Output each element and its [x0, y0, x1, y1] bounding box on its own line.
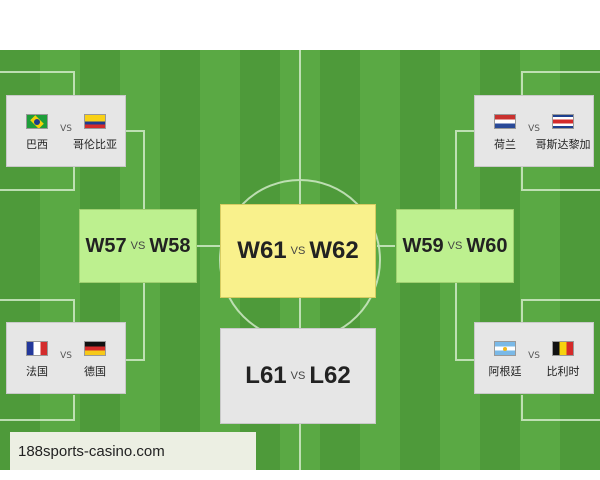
bracket-line-right-top-inner: [521, 167, 600, 191]
vs-label: VS: [290, 245, 306, 257]
team-name: 哥伦比亚: [73, 138, 117, 151]
match-card-argentina-belgium[interactable]: 阿根廷 VS 比利时: [474, 322, 594, 394]
flag-germany-icon: [84, 341, 106, 356]
team-colombia: 哥伦比亚: [65, 104, 125, 152]
flag-belgium-icon: [552, 341, 574, 356]
flag-argentina-icon: [494, 341, 516, 356]
qf-left-team-a: W57: [85, 234, 127, 257]
bracket-line-left-top-inner: [0, 167, 75, 191]
vs-label: VS: [528, 351, 540, 361]
team-brazil: 巴西: [7, 104, 67, 152]
bracket-line-right-bottom-outer: [521, 299, 600, 322]
team-name: 哥斯达黎加: [535, 138, 591, 151]
flag-colombia-icon: [84, 114, 106, 129]
semifinal-box[interactable]: W61 VS W62: [220, 204, 376, 298]
watermark-text: 188sports-casino.com: [10, 432, 256, 470]
team-name: 德国: [84, 365, 106, 378]
bracket-line-left-bottom-inner: [0, 395, 75, 421]
bracket-line-left-bottom-to-qf: [126, 282, 145, 361]
vs-label: VS: [290, 370, 306, 382]
bracket-line-right-bottom-inner: [521, 395, 600, 421]
team-name: 荷兰: [494, 138, 516, 151]
vs-label: VS: [447, 240, 463, 252]
bracket-line-right-top-outer: [521, 71, 600, 95]
bracket-line-left-bottom-outer: [0, 299, 75, 322]
quarterfinal-right-box[interactable]: W59 VS W60: [396, 209, 514, 283]
qf-left-team-b: W58: [149, 234, 191, 257]
bracket-line-left-top-outer: [0, 71, 75, 95]
vs-label: VS: [130, 240, 146, 252]
team-germany: 德国: [65, 331, 125, 379]
third-team-a: L61: [245, 362, 287, 389]
team-name: 法国: [26, 365, 48, 378]
vs-label: VS: [60, 124, 72, 134]
vs-label: VS: [528, 124, 540, 134]
team-argentina: 阿根廷: [475, 331, 535, 379]
team-belgium: 比利时: [533, 331, 593, 379]
bracket-line-left-top-to-qf: [126, 130, 145, 210]
quarterfinal-left-box[interactable]: W57 VS W58: [79, 209, 197, 283]
qf-right-team-a: W59: [402, 234, 444, 257]
team-france: 法国: [7, 331, 67, 379]
semi-team-a: W61: [237, 237, 287, 264]
bracket-line-right-bottom-to-qf: [455, 282, 474, 361]
team-name: 比利时: [546, 365, 580, 378]
flag-costa-rica-icon: [552, 114, 574, 129]
third-place-box[interactable]: L61 VS L62: [220, 328, 376, 424]
match-card-france-germany[interactable]: 法国 VS 德国: [6, 322, 126, 394]
match-card-netherlands-costa-rica[interactable]: 荷兰 VS 哥斯达黎加: [474, 95, 594, 167]
third-team-b: L62: [309, 362, 351, 389]
flag-brazil-icon: [26, 114, 48, 129]
match-card-brazil-colombia[interactable]: 巴西 VS 哥伦比亚: [6, 95, 126, 167]
vs-label: VS: [60, 351, 72, 361]
qf-right-team-b: W60: [466, 234, 508, 257]
flag-netherlands-icon: [494, 114, 516, 129]
bracket-line-right-top-to-qf: [455, 130, 474, 210]
flag-france-icon: [26, 341, 48, 356]
team-costa-rica: 哥斯达黎加: [533, 104, 593, 152]
semi-team-b: W62: [309, 237, 359, 264]
team-name: 巴西: [26, 138, 48, 151]
team-netherlands: 荷兰: [475, 104, 535, 152]
team-name: 阿根廷: [488, 365, 522, 378]
